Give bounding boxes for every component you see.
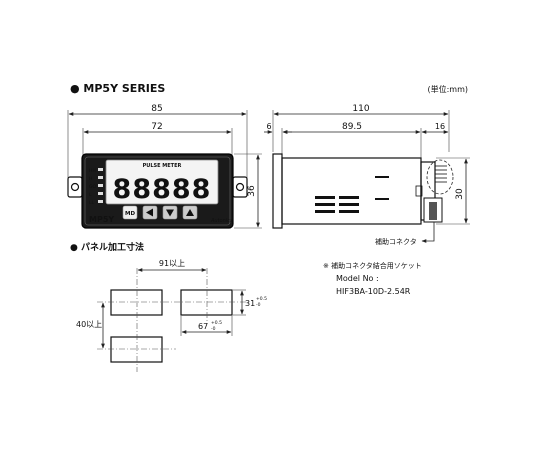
indicator-go: GO — [89, 184, 96, 190]
detail-circle — [426, 159, 454, 195]
front-width-outer-label: 85 — [151, 104, 162, 114]
display-digits: 88888 — [113, 174, 212, 205]
display-window — [105, 159, 219, 205]
cutout-top-left — [110, 289, 163, 316]
button-down[interactable] — [162, 205, 178, 220]
h-pitch-label: 91以上 — [159, 259, 185, 268]
connector-pins — [435, 165, 447, 183]
cut-height-tol-plus: +0.5 — [256, 296, 267, 302]
indicator-ll: LL — [89, 200, 95, 206]
model-label: MP5Y — [89, 215, 114, 224]
panel-cutout: ● パネル加工寸法 91以上 40以上 67 +0.5 -0 31 +0.5 -… — [70, 241, 267, 372]
socket-note: ※ 補助コネクタ結合用ソケット Model No : HIF3BA-10D-2.… — [323, 261, 422, 296]
total-length-label: 110 — [352, 104, 369, 114]
v-pitch-label: 40以上 — [76, 320, 102, 329]
button-left[interactable] — [142, 205, 158, 220]
down-arrow-icon — [166, 209, 174, 217]
indicator-l: L — [89, 192, 92, 198]
series-title: ● MP5Y SERIES — [70, 82, 165, 95]
cut-height-tol-minus: -0 — [256, 302, 261, 308]
up-arrow-icon — [186, 209, 194, 216]
cut-width-tol-minus: -0 — [211, 326, 216, 332]
front-height-label: 36 — [247, 185, 257, 197]
cut-width-label: 67 — [198, 322, 208, 331]
indicator-h: H — [89, 176, 92, 182]
cutout-bottom — [110, 336, 163, 363]
brand-label: Autonics — [210, 218, 233, 224]
connector-length-label: 16 — [435, 122, 445, 131]
connector-callout: 補助コネクタ — [375, 237, 417, 246]
side-front-plate — [272, 153, 283, 229]
side-view: 110 6 89.5 16 — [264, 104, 470, 246]
cut-width-tol-plus: +0.5 — [211, 320, 222, 326]
side-body — [281, 157, 422, 225]
panel-cutout-title: ● パネル加工寸法 — [70, 241, 144, 253]
left-bracket — [67, 176, 83, 198]
indicator-lamps: HH H GO L LL — [89, 168, 103, 206]
front-width-inner-label: 72 — [151, 122, 162, 132]
button-md[interactable]: MD — [122, 205, 138, 220]
display-header: PULSE METER — [143, 163, 182, 169]
cut-height-label: 31 — [245, 299, 255, 308]
body-length-label: 89.5 — [342, 122, 362, 132]
socket-note-line3: HIF3BA-10D-2.54R — [336, 287, 411, 296]
unit-note: (単位:mm) — [427, 84, 468, 94]
side-height-label: 30 — [455, 188, 465, 200]
indicator-hh: HH — [89, 168, 96, 174]
button-md-label: MD — [125, 211, 135, 217]
socket-note-line2: Model No : — [336, 274, 379, 283]
cutout-top-right — [180, 289, 233, 316]
left-arrow-icon — [146, 208, 153, 217]
front-depth-label: 6 — [266, 122, 271, 131]
socket-note-line1: ※ 補助コネクタ結合用ソケット — [323, 261, 422, 270]
vent-slots — [315, 196, 359, 213]
front-view: 85 72 PULSE METER 88888 HH H GO L LL — [67, 104, 262, 229]
button-up[interactable] — [182, 205, 198, 220]
right-bracket — [232, 176, 248, 198]
